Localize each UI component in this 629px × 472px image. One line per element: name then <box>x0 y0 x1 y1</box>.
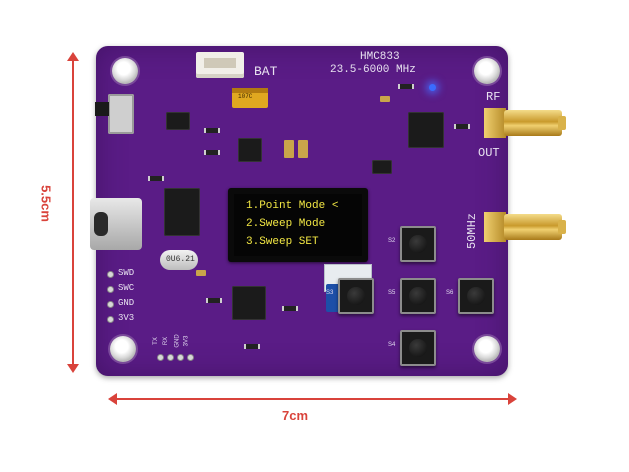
rf-out-sma-mount <box>484 108 506 138</box>
button-s3[interactable] <box>338 278 374 314</box>
reference-50mhz-label: 50MHz <box>465 213 479 250</box>
uart-pin-4 <box>188 355 193 360</box>
oled-menu-item-sweep-mode: 2.Sweep Mode <box>246 218 326 230</box>
mounting-hole-bottom-left-icon <box>110 336 136 362</box>
resistor <box>398 84 414 89</box>
height-arrow-bottom-icon <box>67 364 79 373</box>
oled-menu-item-sweep-set: 3.Sweep SET <box>246 236 319 248</box>
hmc833-pll-chip <box>408 112 444 148</box>
debug-pin-1 <box>108 272 113 277</box>
width-arrow-left-icon <box>108 393 117 405</box>
mounting-hole-bottom-right-icon <box>474 336 500 362</box>
height-arrow-top-icon <box>67 52 79 61</box>
debug-label-gnd: GND <box>118 298 135 308</box>
resistor <box>244 344 260 349</box>
power-slide-switch[interactable] <box>108 94 134 134</box>
mounting-hole-top-right-icon <box>474 58 500 84</box>
resistor <box>206 298 222 303</box>
width-dimension-label: 7cm <box>282 408 309 423</box>
battery-connector-slot <box>204 58 236 68</box>
inductor-block <box>238 138 262 162</box>
height-dimension-line <box>72 56 74 368</box>
capacitor <box>284 140 294 158</box>
debug-pin-3 <box>108 302 113 307</box>
power-switch-knob <box>95 102 109 116</box>
rf-out-sma-connector[interactable] <box>504 110 562 136</box>
oled-screen <box>234 194 362 256</box>
button-label-s4: S4 <box>388 342 396 348</box>
debug-label-swd: SWD <box>118 268 135 278</box>
regulator-chip-1 <box>166 112 190 130</box>
button-label-s3: S3 <box>326 290 334 296</box>
tantalum-capacitor-band <box>232 88 268 93</box>
resistor <box>282 306 298 311</box>
button-label-s2: S2 <box>388 238 396 244</box>
uart-label-gnd: GND <box>174 334 181 348</box>
height-dimension-label: 5.5cm <box>38 185 54 222</box>
debug-label-swc: SWC <box>118 283 135 293</box>
button-s4[interactable] <box>400 330 436 366</box>
debug-pin-4 <box>108 317 113 322</box>
uart-pin-3 <box>178 355 183 360</box>
button-s6[interactable] <box>458 278 494 314</box>
frequency-range-label: 23.5-6000 MHz <box>330 64 416 76</box>
out-label: OUT <box>478 146 500 160</box>
ref-50mhz-sma-connector[interactable] <box>504 214 562 240</box>
uart-label-rx: RX <box>163 336 170 346</box>
status-led-icon <box>429 84 436 91</box>
rf-out-sma-tip-icon <box>558 116 566 130</box>
width-arrow-right-icon <box>508 393 517 405</box>
button-label-s5: S5 <box>388 290 396 296</box>
uart-pin-2 <box>168 355 173 360</box>
button-s2[interactable] <box>400 226 436 262</box>
resistor <box>148 176 164 181</box>
battery-label: BAT <box>254 64 278 79</box>
oled-menu-item-point-mode: 1.Point Mode < <box>246 200 339 212</box>
capacitor <box>298 140 308 158</box>
crystal-oscillator <box>160 250 198 270</box>
debug-label-3v3: 3V3 <box>118 313 135 323</box>
resistor <box>204 150 220 155</box>
debug-pin-2 <box>108 287 113 292</box>
regulator-chip-2 <box>372 160 392 174</box>
uart-label-3v3: 3V3 <box>183 335 190 347</box>
tantalum-capacitor <box>232 88 268 108</box>
button-s5[interactable] <box>400 278 436 314</box>
resistor <box>204 128 220 133</box>
width-dimension-line <box>114 398 510 400</box>
rf-label: RF <box>486 90 501 104</box>
chip-name-label: HMC833 <box>360 51 400 63</box>
uart-pin-1 <box>158 355 163 360</box>
uart-label-tx: TX <box>152 337 159 345</box>
microcontroller-chip <box>232 286 266 320</box>
mounting-hole-top-left-icon <box>112 58 138 84</box>
button-label-s6: S6 <box>446 290 454 296</box>
resistor <box>454 124 470 129</box>
crystal-label: 0U6.21 <box>166 255 195 264</box>
capacitor-label: 107C <box>238 93 253 100</box>
usb-c-opening <box>94 212 108 236</box>
ref-sma-tip-icon <box>558 220 566 234</box>
usb-interface-chip <box>164 188 200 236</box>
capacitor <box>380 96 390 102</box>
capacitor <box>196 270 206 276</box>
ref-sma-mount <box>484 212 506 242</box>
